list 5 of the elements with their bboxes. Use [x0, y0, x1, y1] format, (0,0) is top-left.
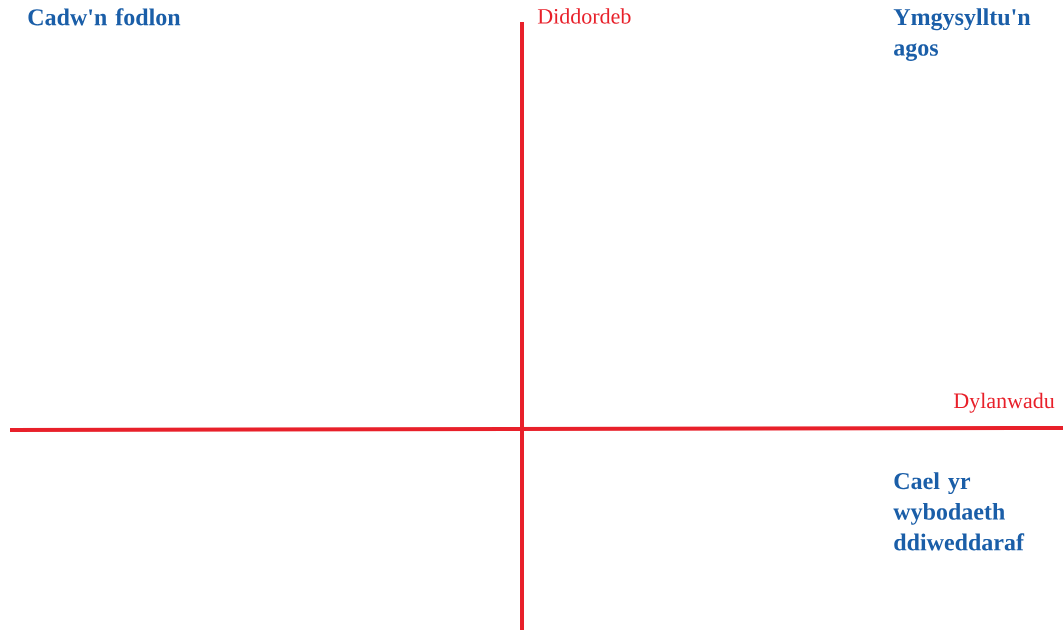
quadrant-label: Ymgysylltu'n agos [893, 8, 1031, 61]
quadrant-label: Cadw'n fodlon [28, 8, 181, 26]
axis-label: Diddordeb [537, 8, 631, 24]
quadrant-label: Cael yr wybodaeth ddiweddaraf [893, 472, 1025, 551]
axis-label: Dylanwadu [953, 392, 1055, 413]
